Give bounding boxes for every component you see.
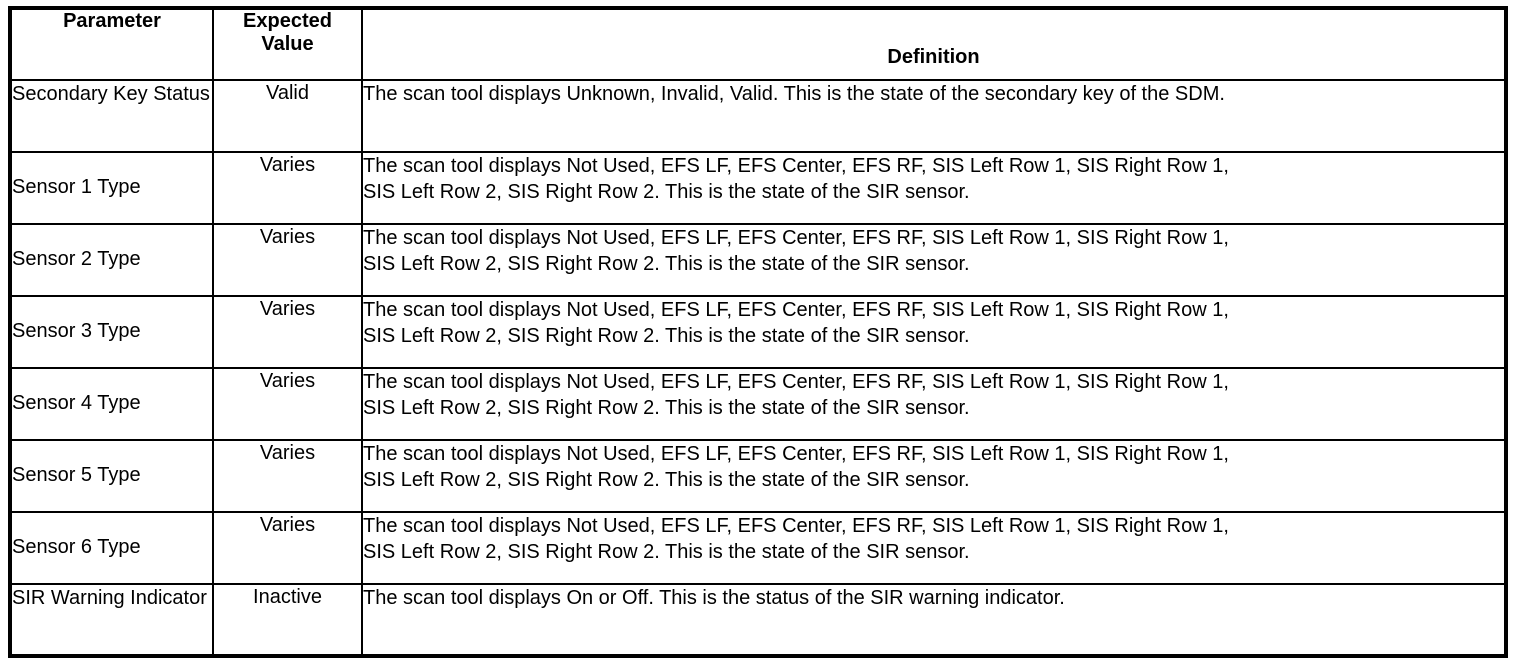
table-header: Parameter Expected Value Definition <box>10 8 1506 81</box>
cell-expected-value: Varies <box>213 368 363 441</box>
table-header-row: Parameter Expected Value Definition <box>10 8 1506 81</box>
cell-expected-value: Varies <box>213 296 363 369</box>
cell-expected-value: Varies <box>213 512 363 585</box>
cell-definition: The scan tool displays Unknown, Invalid,… <box>362 80 1506 153</box>
cell-parameter: Sensor 1 Type <box>10 152 214 225</box>
cell-parameter: Sensor 3 Type <box>10 296 214 369</box>
column-header-expected-value-line1: Expected <box>243 10 332 32</box>
table-row: Sensor 5 Type Varies The scan tool displ… <box>10 440 1506 513</box>
data-definitions-table-container: Parameter Expected Value Definition Seco… <box>8 6 1508 658</box>
cell-parameter: Secondary Key Status <box>10 80 214 153</box>
table-row: Sensor 6 Type Varies The scan tool displ… <box>10 512 1506 585</box>
cell-parameter: Sensor 6 Type <box>10 512 214 585</box>
column-header-parameter: Parameter <box>10 8 214 81</box>
cell-expected-value: Inactive <box>213 584 363 656</box>
cell-parameter: SIR Warning Indicator <box>10 584 214 656</box>
cell-expected-value: Valid <box>213 80 363 153</box>
column-header-expected-value-line2: Value <box>261 33 314 55</box>
column-header-definition: Definition <box>362 8 1506 81</box>
cell-parameter: Sensor 2 Type <box>10 224 214 297</box>
cell-definition: The scan tool displays Not Used, EFS LF,… <box>362 440 1506 513</box>
cell-definition: The scan tool displays Not Used, EFS LF,… <box>362 224 1506 297</box>
table-row: Sensor 4 Type Varies The scan tool displ… <box>10 368 1506 441</box>
cell-definition: The scan tool displays Not Used, EFS LF,… <box>362 296 1506 369</box>
table-row: Sensor 1 Type Varies The scan tool displ… <box>10 152 1506 225</box>
cell-expected-value: Varies <box>213 224 363 297</box>
cell-expected-value: Varies <box>213 152 363 225</box>
cell-definition: The scan tool displays Not Used, EFS LF,… <box>362 152 1506 225</box>
cell-definition: The scan tool displays On or Off. This i… <box>363 587 1065 609</box>
cell-parameter: Sensor 4 Type <box>10 368 214 441</box>
table-row: Secondary Key Status Valid The scan tool… <box>10 80 1506 153</box>
column-header-expected-value: Expected Value <box>213 8 363 81</box>
table-body: Secondary Key Status Valid The scan tool… <box>10 80 1506 656</box>
cell-expected-value: Varies <box>213 440 363 513</box>
cell-parameter: Sensor 5 Type <box>10 440 214 513</box>
scan-tool-parameter-table: Parameter Expected Value Definition Seco… <box>8 6 1508 658</box>
table-row: Sensor 2 Type Varies The scan tool displ… <box>10 224 1506 297</box>
cell-definition: The scan tool displays Not Used, EFS LF,… <box>362 512 1506 585</box>
cell-definition: The scan tool displays Not Used, EFS LF,… <box>362 368 1506 441</box>
table-row: SIR Warning Indicator Inactive The scan … <box>10 584 1506 656</box>
table-row: Sensor 3 Type Varies The scan tool displ… <box>10 296 1506 369</box>
